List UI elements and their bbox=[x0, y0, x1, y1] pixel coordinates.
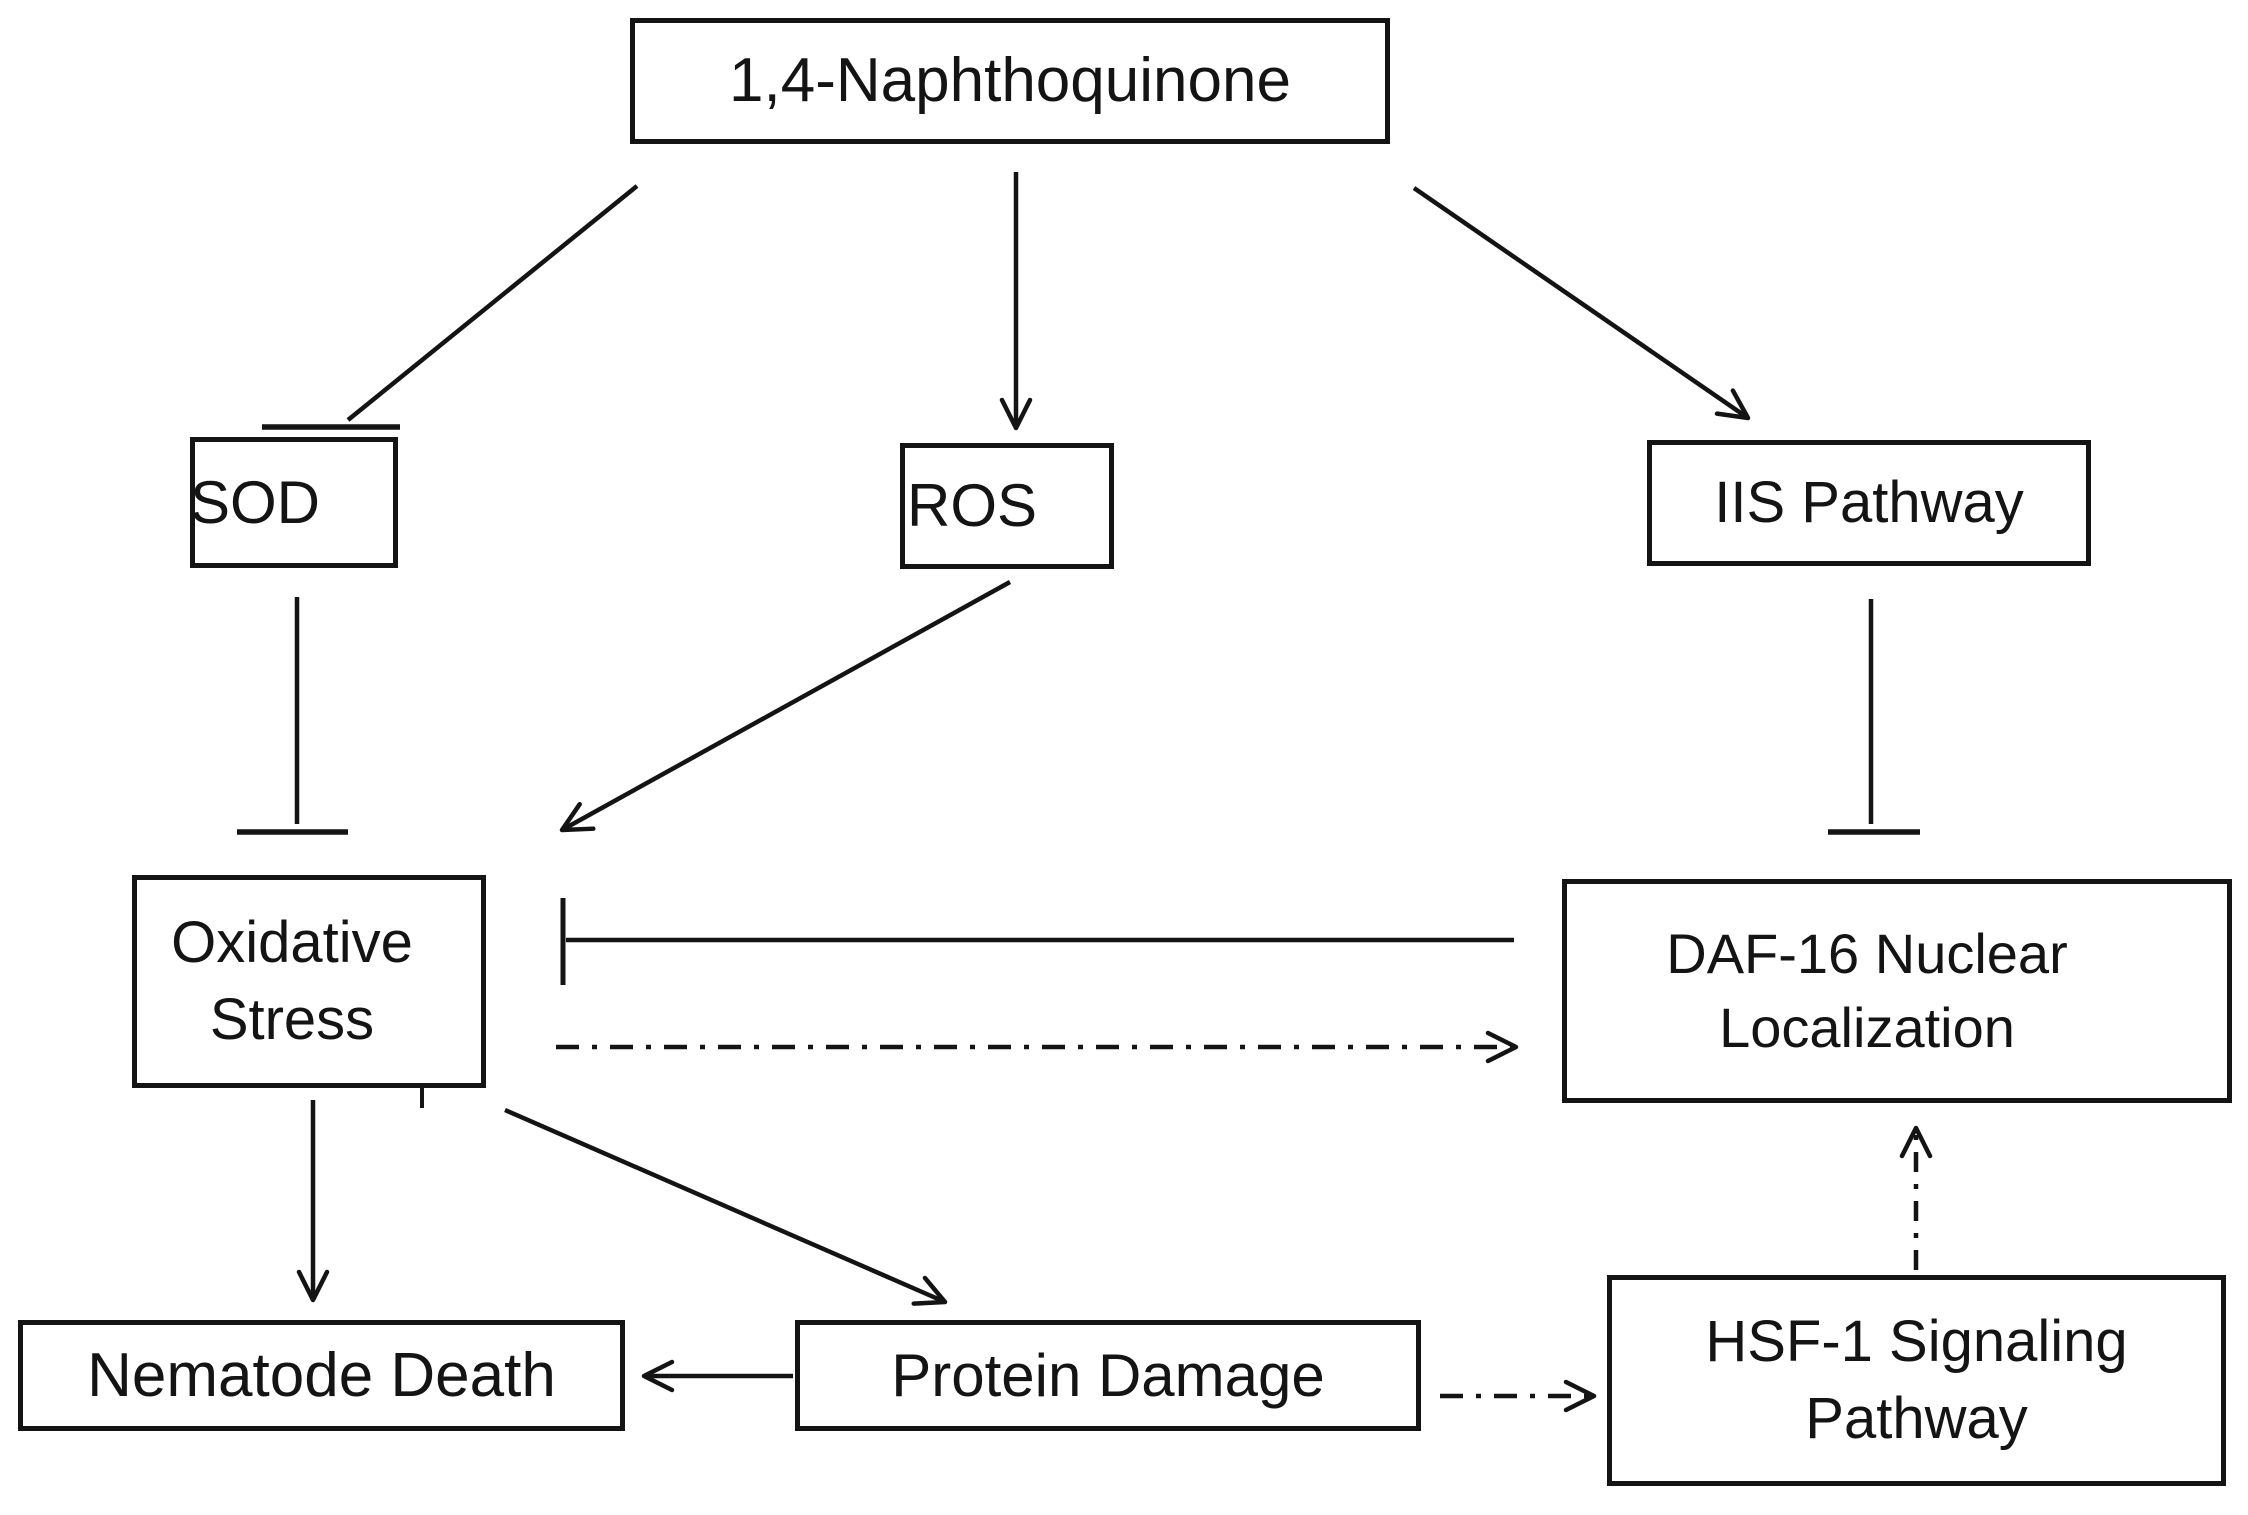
edge-sod-inhibits-oxidative-stress bbox=[237, 597, 348, 835]
node-sod-label: SOD bbox=[189, 468, 321, 536]
node-ros-label: ROS bbox=[906, 472, 1038, 540]
node-nematode-death-label: Nematode Death bbox=[87, 1340, 556, 1410]
node-nematode-death: Nematode Death bbox=[18, 1320, 625, 1431]
node-iis-label: IIS Pathway bbox=[1714, 469, 2024, 535]
node-protein-damage-label: Protein Damage bbox=[891, 1341, 1325, 1409]
node-naphthoquinone: 1,4-Naphthoquinone bbox=[630, 18, 1390, 144]
node-daf16: DAF-16 Nuclear Localization bbox=[1562, 879, 2232, 1103]
node-ros: ROS bbox=[900, 443, 1114, 569]
node-daf16-label-line2: Localization bbox=[1719, 996, 2015, 1059]
node-hsf1: HSF-1 Signaling Pathway bbox=[1607, 1275, 2226, 1486]
node-oxidative-stress: Oxidative Stress bbox=[132, 875, 486, 1088]
node-oxidative-stress-label-line1: Oxidative bbox=[171, 909, 413, 975]
node-protein-damage: Protein Damage bbox=[795, 1320, 1421, 1431]
node-sod: SOD bbox=[190, 437, 398, 568]
node-naphthoquinone-label: 1,4-Naphthoquinone bbox=[729, 46, 1291, 116]
edge-ros-activates-oxidative-stress bbox=[559, 580, 1012, 833]
edge-oxidative-stress-activates-protein-damage bbox=[504, 1107, 948, 1306]
node-hsf1-label-line1: HSF-1 Signaling bbox=[1705, 1308, 2128, 1374]
edge-iis-inhibits-daf16 bbox=[1828, 599, 1920, 835]
node-hsf1-label-line2: Pathway bbox=[1805, 1385, 2028, 1451]
edge-daf16-inhibits-oxidative-stress bbox=[560, 898, 1514, 985]
edge-naphthoquinone-activates-iis bbox=[1412, 186, 1751, 421]
node-oxidative-stress-label-line2: Stress bbox=[209, 986, 375, 1052]
edge-naphthoquinone-inhibits-sod bbox=[262, 184, 639, 430]
node-daf16-label-line1: DAF-16 Nuclear bbox=[1666, 922, 2068, 986]
node-iis: IIS Pathway bbox=[1647, 440, 2091, 566]
